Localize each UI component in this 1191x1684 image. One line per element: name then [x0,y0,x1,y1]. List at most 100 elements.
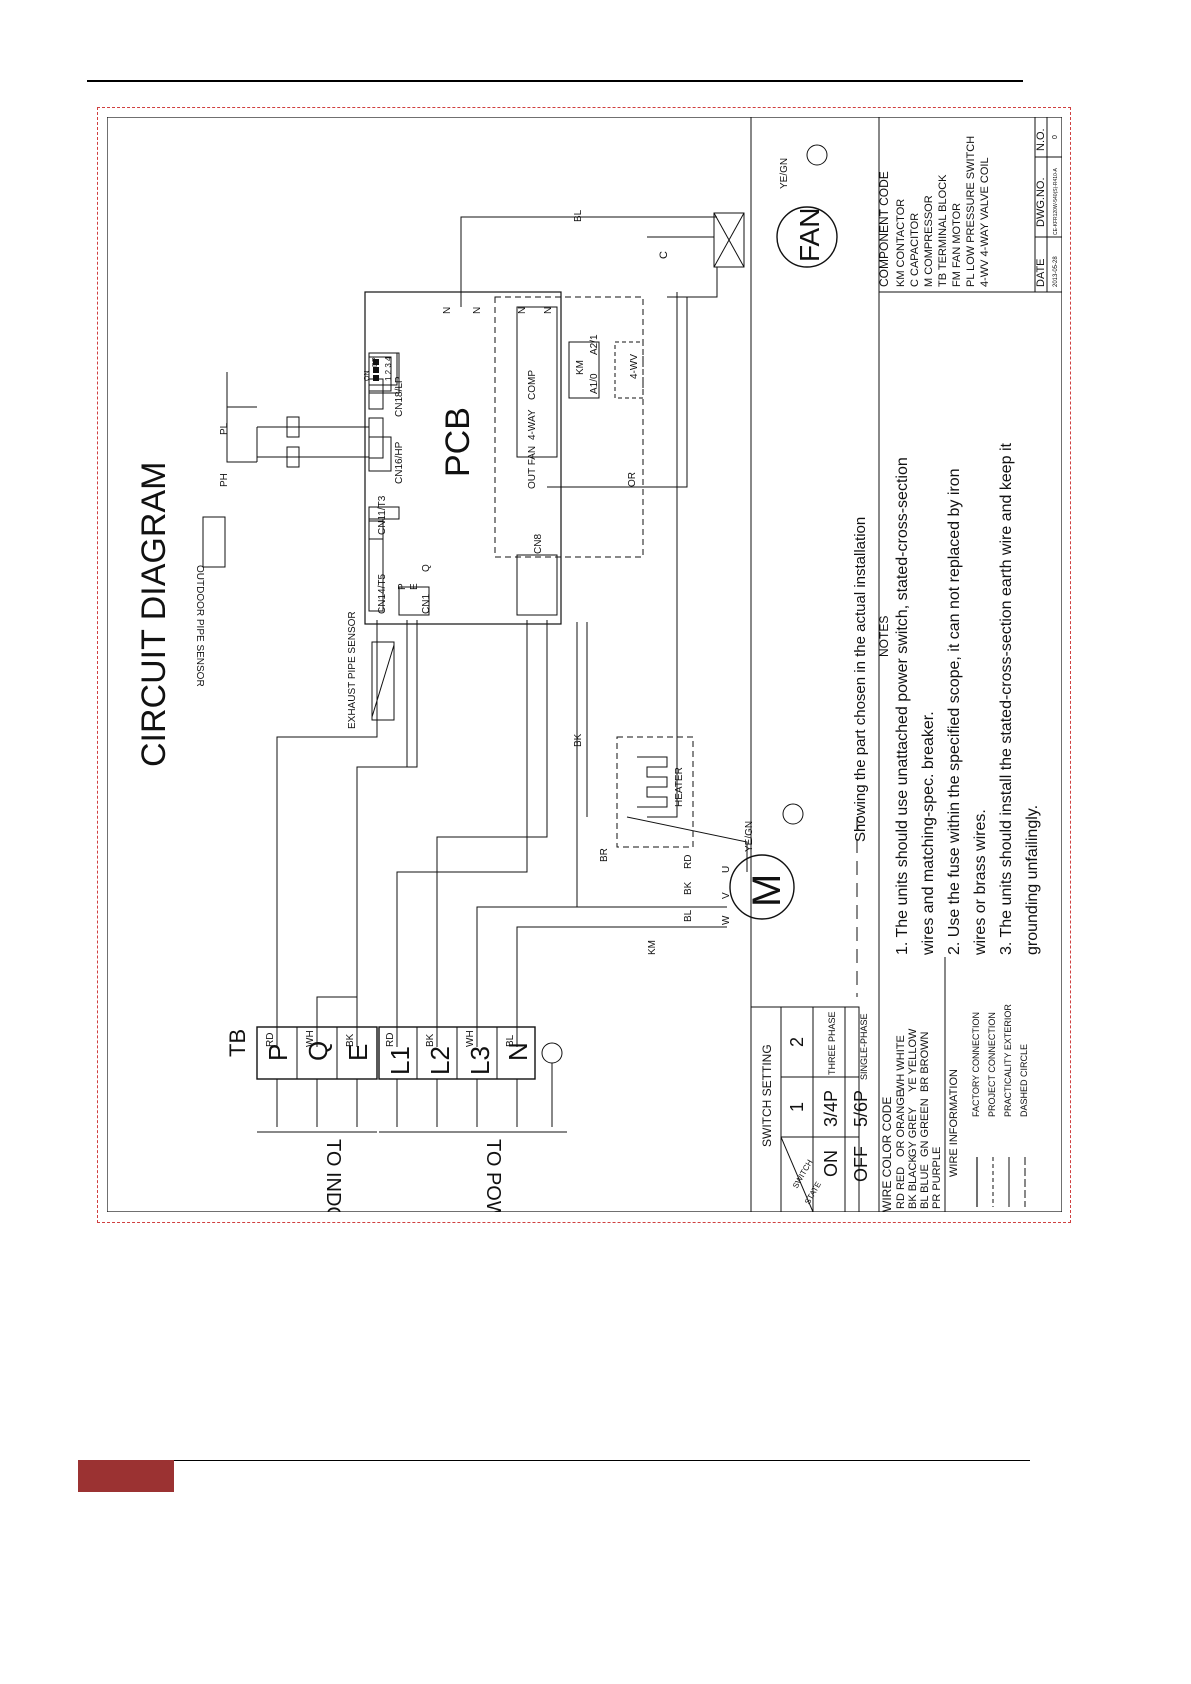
wire-color-wh: WH WHITE [895,1035,907,1092]
pcb-conn-cn1: CN1 [421,594,432,614]
showing-note: Showing the part chosen in the actual in… [852,517,869,842]
pcb-out-comp: COMP [527,370,538,400]
wire-color-ye: YE YELLOW [907,1028,919,1092]
power-wire-bk: BK [425,1033,436,1047]
pcb-box [364,291,562,625]
power-terminal-n: N [503,1042,533,1061]
notes-title: NOTES [877,616,891,657]
title-block-dwg-label: DWG.NO. [1035,178,1047,228]
fourwv-label: 4-WV [629,354,640,379]
pl-label: PL [219,422,230,435]
dip-on: ON [364,371,371,382]
wire-color-rd: RD RED [895,1167,907,1209]
tb-label: TB [225,1029,250,1057]
component-pl: PL LOW PRESSURE SWITCH [965,136,977,287]
indoor-wire-wh: WH [305,1030,316,1047]
motor-wire-yegn: YE/GN [744,821,755,852]
component-m: M COMPRESSOR [923,195,935,287]
outdoor-sensor-label: OUTDOOR PIPE SENSOR [194,565,205,687]
indoor-wire-rd: RD [265,1033,276,1047]
indoor-terminal-p: P [263,1044,293,1061]
title-block-no-value: 0 [1052,135,1059,139]
exhaust-sensor-body [371,641,395,721]
switch-col-2: 2 [787,1037,807,1047]
pcb-n-3: N [517,307,528,314]
wire-color-gn: GN GREEN [919,1098,931,1157]
pcb-pin-p: P [397,583,408,590]
km-a1: A1/0 [589,373,600,394]
motor-terminal-u: U [721,866,732,873]
switch-row-1-v2: THREE PHASE [827,1011,837,1075]
power-wire-wh: WH [465,1030,476,1047]
wire-label-br: BR [599,848,610,862]
wire-color-bl: BL BLUE [919,1164,931,1209]
dashed-relay-area [494,296,644,558]
fan-wire-yegn: YE/GN [779,158,790,189]
circuit-diagram: CIRCUIT DIAGRAM PCB CN14/T5 CN11/T3 CN16… [107,117,1062,1212]
pl-switch [226,372,369,438]
pcb-n-1: N [442,307,453,314]
title-block-date-value: 2013-05-28 [1053,256,1059,287]
wire-color-code-title: WIRE COLOR CODE [880,1097,894,1212]
pcb-pin-e: E [409,583,420,590]
component-code-title: COMPONENT CODE [877,171,891,287]
switch-row-2-state: OFF [851,1146,871,1182]
diagram-dashed-frame [97,107,1071,1223]
wire-info-title: WIRE INFORMATION [948,1069,960,1177]
motor-terminal-v: V [721,892,732,899]
component-fm: FM FAN MOTOR [951,203,963,287]
wire-color-gy: GY GREY [907,1106,919,1157]
pcb-conn-cn8: CN8 [533,534,544,554]
pcb-pin-q: Q [421,564,432,572]
diagram-title-group: CIRCUIT DIAGRAM [135,462,173,767]
wire-info-factory: FACTORY CONNECTION [971,1012,981,1117]
notes-line-5: 3. The units should install the stated-c… [998,442,1015,955]
pcb-n-4: N [543,307,554,314]
dip-positions: 1 2 3 4 [384,356,393,381]
indoor-wire-bk: BK [345,1033,356,1047]
wire-label-rd: RD [683,855,694,869]
ph-label: PH [219,473,230,487]
wiring [276,216,748,1047]
power-ground-icon [541,1042,563,1064]
notes-line-3: 2. Use the fuse within the specified sco… [946,469,963,956]
switch-row-1-state: ON [821,1150,841,1177]
notes-line-1: 1. The units should use unattached power… [894,457,911,955]
motor-km-label: KM [647,940,658,955]
wire-info-practicality: PRACTICALITY EXTERIOR [1003,1004,1013,1117]
heater-box [616,736,694,848]
component-tb: TB TERMINAL BLOCK [937,174,949,287]
pcb-out-fan: OUT FAN [527,446,538,489]
fan-wire-c: C [658,251,670,259]
exhaust-sensor-label: EXHAUST PIPE SENSOR [347,611,358,729]
component-4wv: 4-WV 4-WAY VALVE COIL [979,157,991,287]
outdoor-sensor-body [202,516,226,568]
pcb-conn-cn14: CN14/T5 [377,574,388,614]
title-block-dwg-value: CE-KFR120W-540(S)-R410-A [1053,167,1059,235]
header-rule [87,80,1023,82]
terminal-arrows [257,1063,567,1133]
component-km: KM CONTACTOR [895,199,907,287]
km-relay [568,341,600,399]
motor-ground-icon [782,803,804,825]
title-block-no-label: N.O. [1035,128,1047,151]
wire-color-or: OR ORANGE [895,1090,907,1157]
km-a2: A2/1 [589,334,600,355]
wire-label-bl-motor: BL [683,909,694,922]
wire-color-pr: PR PURPLE [931,1147,943,1209]
power-wire-bl: BL [505,1034,516,1047]
notes-line-6: grounding unfailingly. [1024,805,1041,955]
fan-motor-circle [776,206,838,268]
notes-line-4: wires or brass wires. [972,809,989,956]
component-c: C CAPACITOR [909,213,921,287]
heater-label: HEATER [674,767,685,807]
fan-capacitor [713,212,745,268]
pcb-out-4way: 4-WAY [527,409,538,440]
notes-line-2: wires and matching-spec. breaker. [920,711,937,956]
switch-row-2-v2: SINGLE-PHASE [859,1013,869,1080]
wire-info-project: PROJECT CONNECTION [987,1012,997,1117]
to-power-label: TO POWER [482,1139,504,1212]
km-label: KM [575,360,586,375]
pcb-label: PCB [439,407,477,477]
compressor-label: M [745,874,789,907]
